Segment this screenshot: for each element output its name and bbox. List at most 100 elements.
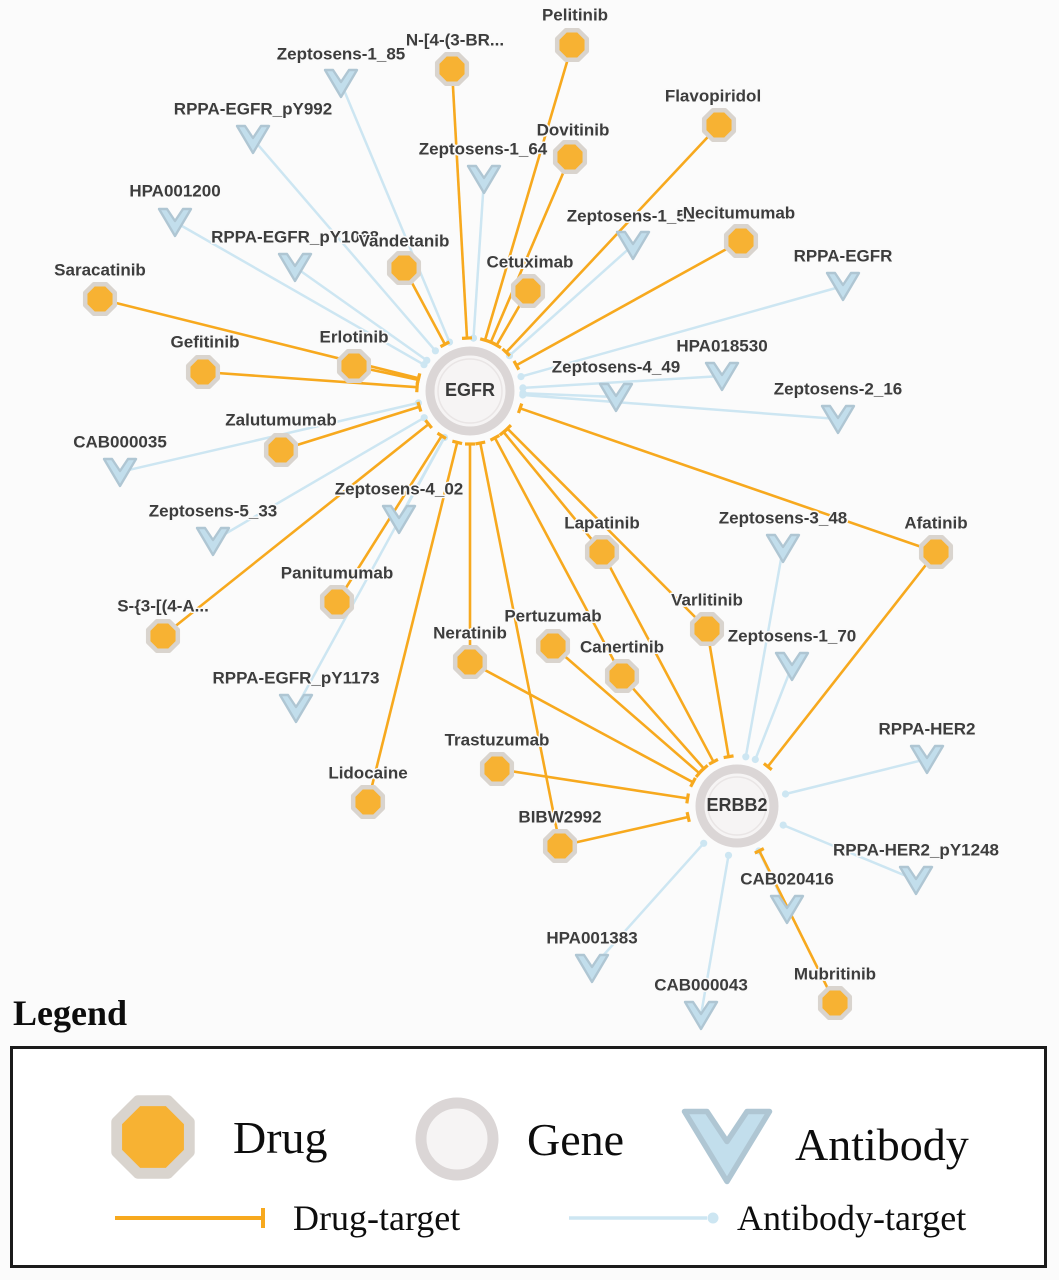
drug-node-pelitinib[interactable] (554, 27, 590, 63)
node-label-zalutumumab: Zalutumumab (225, 410, 336, 429)
antibody-node-hpa018530[interactable] (704, 361, 740, 392)
antibody-node-rppa-egfr-py1173[interactable] (278, 693, 314, 724)
edge-flavopiridol-egfr[interactable] (501, 124, 720, 357)
edge-s3-4a-egfr[interactable] (162, 419, 433, 638)
edge-zeptosens-1-64-egfr[interactable] (469, 178, 486, 342)
antibody-node-rppa-egfr-py992[interactable] (235, 124, 271, 155)
edge-rppa-egfr-py1068-egfr[interactable] (294, 265, 431, 364)
drug-node-s3-4a[interactable] (145, 618, 181, 654)
edge-gefitinib-egfr[interactable] (202, 370, 420, 393)
edge-zeptosens-1-70-erbb2[interactable] (751, 665, 794, 764)
node-label-zeptosens-4-02: Zeptosens-4_02 (335, 479, 464, 498)
antibody-node-zeptosens-1-51[interactable] (615, 230, 651, 261)
edge-rppa-her2-erbb2[interactable] (781, 757, 928, 798)
edge-afatinib-erbb2[interactable] (762, 551, 938, 771)
edge-n4-3br-egfr[interactable] (450, 68, 473, 340)
edge-hpa018530-egfr[interactable] (519, 374, 723, 392)
antibody-icon (681, 1108, 773, 1185)
edge-zeptosens-2-16-egfr[interactable] (519, 391, 839, 421)
antibody-node-cab000043[interactable] (683, 1000, 719, 1031)
drug-node-varlitinib[interactable] (689, 611, 725, 647)
node-label-zeptosens-2-16: Zeptosens-2_16 (774, 379, 903, 398)
edge-dovitinib-egfr[interactable] (485, 156, 572, 346)
drug-node-mubritinib[interactable] (817, 985, 853, 1021)
edge-hpa001200-egfr[interactable] (174, 220, 428, 369)
drug-node-pertuzumab[interactable] (535, 628, 571, 664)
drug-node-lidocaine[interactable] (350, 784, 386, 820)
antibody-node-rppa-egfr-py1068[interactable] (277, 252, 313, 283)
antibody-node-zeptosens-1-70[interactable] (774, 651, 810, 682)
edge-afatinib-egfr[interactable] (516, 403, 937, 554)
drug-node-necitumumab[interactable] (723, 223, 759, 259)
drug-node-bibw2992[interactable] (542, 828, 578, 864)
antibody-node-rppa-her2[interactable] (909, 744, 945, 775)
antibody-node-zeptosens-3-48[interactable] (765, 533, 801, 564)
drug-node-afatinib[interactable] (918, 534, 954, 570)
drug-node-cetuximab[interactable] (510, 273, 546, 309)
drug-node-gefitinib[interactable] (185, 354, 221, 390)
antibody-node-zeptosens-4-49[interactable] (598, 382, 634, 413)
edge-varlitinib-egfr[interactable] (502, 423, 708, 630)
node-label-cab020416: CAB020416 (740, 869, 834, 888)
node-label-trastuzumab: Trastuzumab (445, 730, 550, 749)
edge-lapatinib-erbb2[interactable] (600, 551, 719, 766)
edge-varlitinib-erbb2[interactable] (705, 628, 734, 760)
edge-zeptosens-3-48-erbb2[interactable] (742, 547, 785, 761)
edge-pelitinib-egfr[interactable] (479, 44, 574, 344)
edge-canertinib-erbb2[interactable] (621, 675, 709, 774)
node-label-cab000043: CAB000043 (654, 975, 748, 994)
drug-node-dovitinib[interactable] (552, 139, 588, 175)
drug-node-trastuzumab[interactable] (479, 751, 515, 787)
legend-drug-target-label: Drug-target (293, 1198, 461, 1238)
antibody-node-cab000035[interactable] (102, 457, 138, 488)
edge-rppa-her2-py1248-erbb2[interactable] (779, 821, 917, 882)
edge-pertuzumab-erbb2[interactable] (552, 645, 704, 779)
gene-label-egfr: EGFR (445, 380, 495, 400)
edge-zeptosens-1-85-egfr[interactable] (339, 82, 454, 346)
drug-node-saracatinib[interactable] (82, 281, 118, 317)
drug-node-erlotinib[interactable] (336, 348, 372, 384)
edge-rppa-egfr-py992-egfr[interactable] (252, 138, 439, 355)
edge-zeptosens-4-49-egfr[interactable] (519, 389, 617, 399)
edge-neratinib-erbb2[interactable] (469, 660, 697, 788)
edge-lapatinib-egfr[interactable] (498, 427, 604, 553)
edge-hpa001383-erbb2[interactable] (591, 839, 708, 969)
edge-zeptosens-5-33-egfr[interactable] (212, 414, 428, 543)
gene-node-egfr[interactable] (425, 346, 515, 436)
legend-antibody-label: Antibody (795, 1118, 969, 1170)
edge-zalutumumab-egfr[interactable] (280, 401, 423, 452)
edge-cab000035-egfr[interactable] (119, 399, 422, 474)
edge-bibw2992-egfr[interactable] (475, 440, 562, 847)
drug-node-canertinib[interactable] (604, 658, 640, 694)
edge-necitumumab-egfr[interactable] (512, 239, 742, 371)
antibody-node-zeptosens-5-33[interactable] (195, 526, 231, 557)
edge-canertinib-egfr[interactable] (489, 434, 624, 677)
edge-mubritinib-erbb2[interactable] (754, 847, 837, 1004)
edge-rppa-egfr-egfr[interactable] (517, 284, 844, 381)
drug-node-zalutumumab[interactable] (263, 432, 299, 468)
edge-trastuzumab-erbb2[interactable] (496, 767, 690, 804)
drug-node-neratinib[interactable] (452, 644, 488, 680)
antibody-node-rppa-her2-py1248[interactable] (898, 865, 934, 896)
antibody-node-hpa001200[interactable] (157, 207, 193, 238)
antibody-node-hpa001383[interactable] (574, 953, 610, 984)
drug-node-flavopiridol[interactable] (701, 107, 737, 143)
node-label-zeptosens-3-48: Zeptosens-3_48 (719, 508, 848, 527)
drug-node-n4-3br[interactable] (434, 51, 470, 87)
antibody-node-zeptosens-1-85[interactable] (323, 68, 359, 99)
edge-zeptosens-1-51-egfr[interactable] (505, 244, 634, 360)
edge-bibw2992-erbb2[interactable] (559, 811, 691, 848)
antibody-node-zeptosens-2-16[interactable] (820, 404, 856, 435)
edge-rppa-egfr-py1173-egfr[interactable] (294, 433, 449, 709)
antibody-node-zeptosens-4-02[interactable] (381, 504, 417, 535)
drug-node-panitumumab[interactable] (319, 584, 355, 620)
drug-node-vandetanib[interactable] (386, 250, 422, 286)
antibody-node-zeptosens-1-64[interactable] (466, 164, 502, 195)
edge-cab000043-erbb2[interactable] (699, 851, 733, 1016)
antibody-node-cab020416[interactable] (769, 894, 805, 925)
legend-title: Legend (13, 993, 128, 1033)
gene-node-erbb2[interactable] (695, 764, 779, 848)
antibody-node-rppa-egfr[interactable] (825, 271, 861, 302)
edge-lidocaine-egfr[interactable] (366, 439, 463, 803)
drug-node-lapatinib[interactable] (584, 534, 620, 570)
